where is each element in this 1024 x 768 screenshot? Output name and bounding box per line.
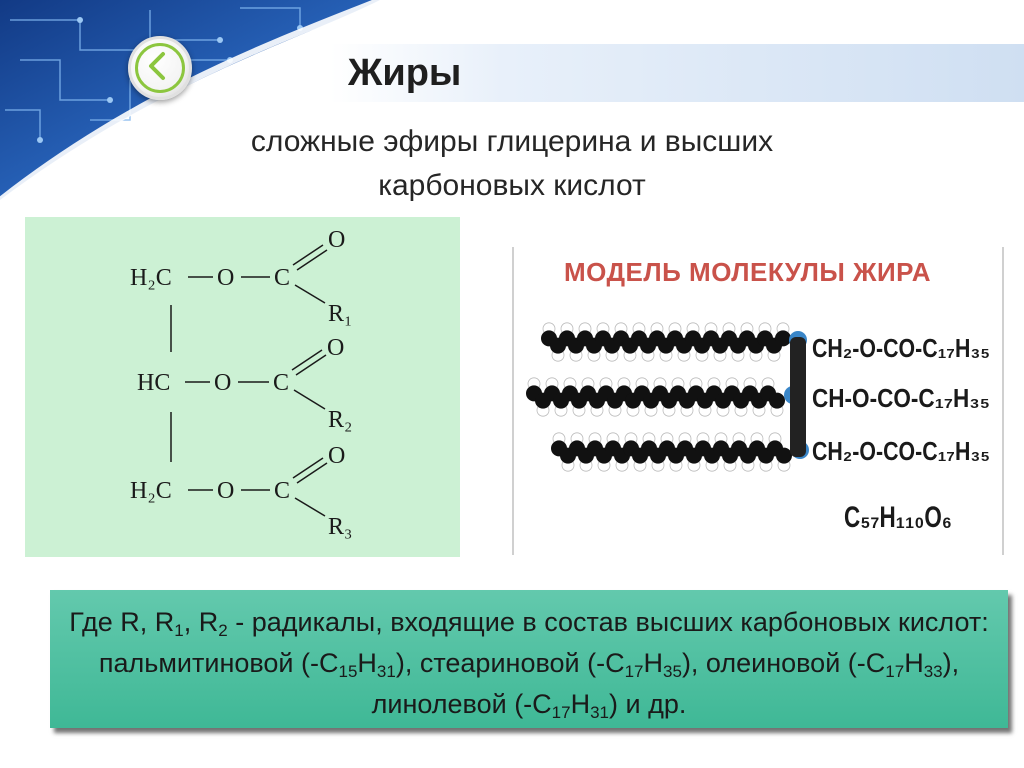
formula-carbonyl-oxygen: O <box>328 443 345 469</box>
formula-row-2: HC O C O R₂ <box>137 335 352 433</box>
subtitle: сложные эфиры глицерина и высших карбоно… <box>140 120 884 208</box>
back-button-ring <box>135 43 185 93</box>
radicals-note-text: Где R, R1, R2 - радикалы, входящие в сос… <box>69 607 989 722</box>
formula-ester-oxygen: O <box>217 265 234 291</box>
chevron-left-icon <box>149 52 165 80</box>
molecule-model: CH₂-O-CO-C₁₇H₃₅ CH-O-CO-C₁₇H₃₅ CH₂-O-CO-… <box>512 247 1004 555</box>
formula-ester-oxygen: O <box>217 478 234 504</box>
formula-group: H₂C <box>130 478 172 504</box>
carbon-atom <box>775 330 791 347</box>
hydrocarbon-chains <box>526 322 809 472</box>
glycerol-backbone <box>790 337 806 457</box>
formula-carbon: C <box>273 370 289 396</box>
chain-formula-1: CH₂-O-CO-C₁₇H₃₅ <box>812 333 990 363</box>
chain-formula-2: CH-O-CO-C₁₇H₃₅ <box>812 383 990 413</box>
formula-radical: R₂ <box>328 407 352 433</box>
formula-radical: R₁ <box>328 301 352 327</box>
formula-row-3: H₂C O C O R₃ <box>130 443 352 540</box>
formula-group: H₂C <box>130 265 172 291</box>
model-title: МОДЕЛЬ МОЛЕКУЛЫ ЖИРА <box>564 257 932 287</box>
structural-formula: H₂C O C O R₁ HC O C O R₂ H₂C <box>25 217 460 557</box>
formula-carbonyl-oxygen: O <box>328 227 345 253</box>
formula-ester-oxygen: O <box>214 370 231 396</box>
formula-group: HC <box>137 370 170 396</box>
page-title: Жиры <box>348 52 462 94</box>
formula-row-1: H₂C O C O R₁ <box>130 227 352 327</box>
circuit-background <box>0 0 380 200</box>
carbon-atom <box>776 447 792 464</box>
subtitle-line-1: сложные эфиры глицерина и высших <box>250 125 774 158</box>
title-bar <box>330 44 1024 102</box>
subtitle-line-2: карбоновых кислот <box>378 169 646 202</box>
chain-formula-3: CH₂-O-CO-C₁₇H₃₅ <box>812 436 990 466</box>
radicals-note: Где R, R1, R2 - радикалы, входящие в сос… <box>50 590 1008 728</box>
molecular-formula: C₅₇H₁₁₀O₆ <box>844 501 952 534</box>
back-button[interactable] <box>128 36 192 100</box>
formula-carbon: C <box>274 478 290 504</box>
formula-radical: R₃ <box>328 514 352 540</box>
carbon-atom <box>769 392 785 409</box>
formula-carbonyl-oxygen: O <box>327 335 344 361</box>
molecule-model-drawing: CH₂-O-CO-C₁₇H₃₅ CH-O-CO-C₁₇H₃₅ CH₂-O-CO-… <box>526 322 990 534</box>
formula-carbon: C <box>274 265 290 291</box>
